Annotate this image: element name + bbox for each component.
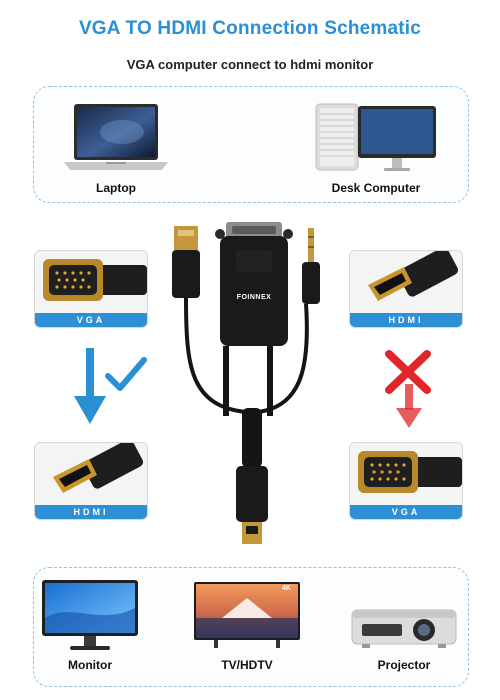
laptop-label: Laptop <box>96 181 136 195</box>
hdmi-tag-bottom-left: HDMI <box>35 505 147 519</box>
cross-icon <box>383 348 433 396</box>
hdmi-connector-icon <box>53 443 144 493</box>
adapter-cable <box>162 216 342 556</box>
vga-connector-icon <box>358 451 462 493</box>
vga-tag-bottom-right: VGA <box>350 505 462 519</box>
check-icon <box>104 356 148 394</box>
down-arrow-red-icon <box>396 384 422 430</box>
vga-tag-top-left: VGA <box>35 313 147 327</box>
vga-port-card-bottom-right: VGA <box>349 442 463 520</box>
tv-label: TV/HDTV <box>221 658 273 672</box>
vga-connector-icon <box>43 259 147 301</box>
laptop-icon <box>62 100 170 175</box>
tv-icon <box>192 578 302 654</box>
monitor-label: Monitor <box>68 658 112 672</box>
tv-badge: 4K <box>282 585 291 592</box>
hdmi-port-card-bottom-left: HDMI <box>34 442 148 520</box>
projector-label: Projector <box>377 658 431 672</box>
projector-icon <box>348 596 460 652</box>
hdmi-tag-top-right: HDMI <box>350 313 462 327</box>
down-arrow-icon <box>70 348 110 428</box>
page-title: VGA TO HDMI Connection Schematic <box>78 18 422 39</box>
monitor-icon <box>40 578 140 654</box>
hdmi-connector-icon <box>368 251 459 301</box>
desk-computer-icon <box>312 98 442 178</box>
page-subtitle: VGA computer connect to hdmi monitor <box>126 57 374 72</box>
cable-brand: FOINNEX <box>236 294 272 301</box>
vga-port-card-top-left: VGA <box>34 250 148 328</box>
hdmi-port-card-top-right: HDMI <box>349 250 463 328</box>
desk-computer-label: Desk Computer <box>331 181 421 195</box>
